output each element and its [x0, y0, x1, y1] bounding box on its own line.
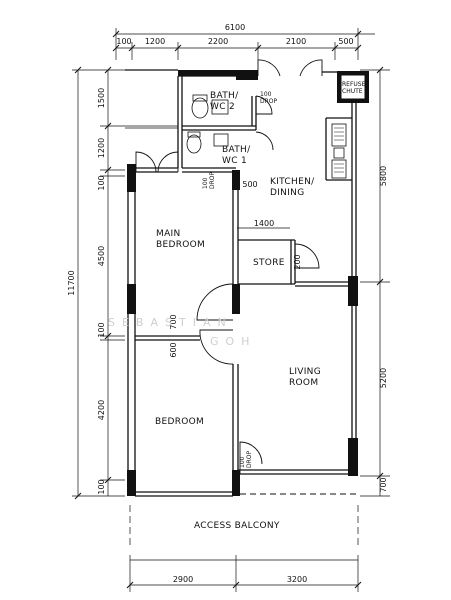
dim-bottom-d2: 3200 [287, 575, 307, 584]
dim-left-d5: 100 [97, 322, 106, 337]
watermark: SEBASTIAN GOH [108, 316, 256, 348]
watermark-line1: SEBASTIAN [108, 316, 233, 329]
dim-top-total: 6100 [225, 23, 245, 32]
dim-bottom-d1: 2900 [173, 575, 193, 584]
room-bath-1: BATH/WC 1 [222, 145, 251, 166]
fixtures [125, 94, 347, 179]
dim-inner-200: 200 [293, 254, 302, 269]
dim-left-d3: 100 [97, 175, 106, 190]
structural-columns [127, 70, 368, 496]
walls [125, 69, 369, 497]
dim-left-d6: 4200 [97, 400, 106, 420]
dim-top-d2: 1200 [145, 37, 165, 46]
dim-left-d2: 1200 [97, 138, 106, 158]
dimension-lines [72, 28, 390, 592]
room-bath-2: BATH/WC 2 [210, 91, 239, 112]
counter-grates [334, 127, 344, 173]
dim-inner-700: 700 [169, 314, 178, 329]
dim-left-d1: 1500 [97, 88, 106, 108]
drop-label-bath1: 100DROP [202, 171, 216, 189]
dimension-labels: 6100 100 1200 2200 2100 500 11700 1500 1… [67, 23, 388, 584]
dimension-ticks [74, 30, 384, 589]
room-kitchen-dining: KITCHEN/DINING [270, 177, 315, 198]
room-bedroom: BEDROOM [155, 417, 204, 427]
dim-inner-1400: 1400 [254, 219, 274, 228]
dim-right-d1: 5800 [379, 166, 388, 186]
dim-top-d4: 2100 [286, 37, 306, 46]
room-access-balcony: ACCESS BALCONY [194, 521, 280, 531]
dim-left-d7: 100 [97, 479, 106, 494]
dim-left-total: 11700 [67, 270, 76, 295]
dim-inner-500: 500 [242, 180, 257, 189]
dim-inner-600: 600 [169, 342, 178, 357]
doors [135, 59, 323, 474]
dim-top-d5: 500 [338, 37, 353, 46]
room-store: STORE [253, 258, 285, 268]
dim-right-d2: 5200 [379, 368, 388, 388]
dim-right-d3: 700 [379, 477, 388, 492]
dim-top-d1: 100 [116, 37, 131, 46]
dim-left-d4: 4500 [97, 246, 106, 266]
watermark-line2: GOH [210, 335, 256, 348]
dim-top-d3: 2200 [208, 37, 228, 46]
drop-label-balcony: 100DROP [239, 450, 253, 468]
